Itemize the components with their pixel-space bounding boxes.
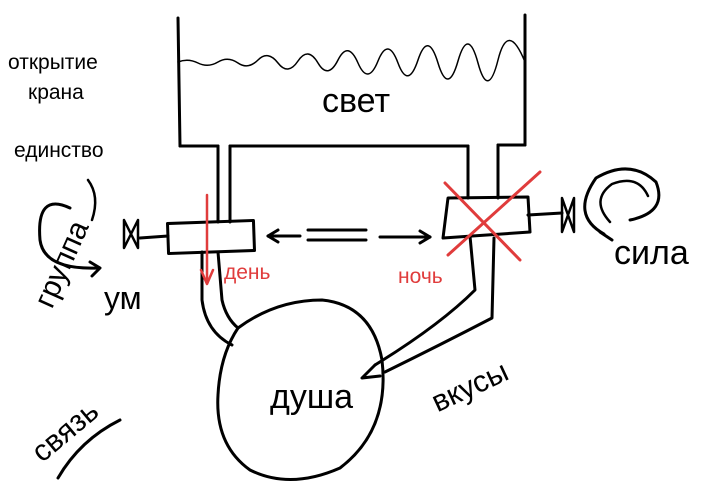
- day-arrow: [199, 193, 215, 286]
- left-valve-block: [166, 219, 256, 255]
- label-tap-opening-1: открытие: [8, 51, 98, 74]
- exchange-arrow: [266, 228, 432, 245]
- right-tap-icon: [526, 196, 576, 234]
- left-tap-icon: [122, 218, 170, 250]
- right-valve-block: [441, 195, 532, 240]
- soul-inflow-arrow: [360, 363, 382, 380]
- right-pipe: [373, 143, 500, 374]
- label-force: сила: [614, 234, 689, 272]
- force-spiral-arrow: [583, 167, 661, 242]
- group-loop-arrow: [38, 178, 102, 278]
- soul-circle: [216, 298, 385, 481]
- label-unity: единство: [14, 139, 104, 162]
- label-light: свет: [322, 82, 391, 120]
- water-surface-line: [177, 39, 526, 82]
- label-mind: ум: [104, 280, 142, 316]
- label-soul: душа: [270, 378, 354, 416]
- left-pipe: [200, 144, 240, 347]
- label-night: ночь: [398, 265, 443, 288]
- blocked-x-icon: [443, 170, 542, 262]
- label-tap-opening-2: крана: [28, 81, 84, 104]
- light-reservoir: [176, 13, 527, 148]
- connection-curve: [56, 418, 122, 480]
- label-day: день: [224, 261, 271, 284]
